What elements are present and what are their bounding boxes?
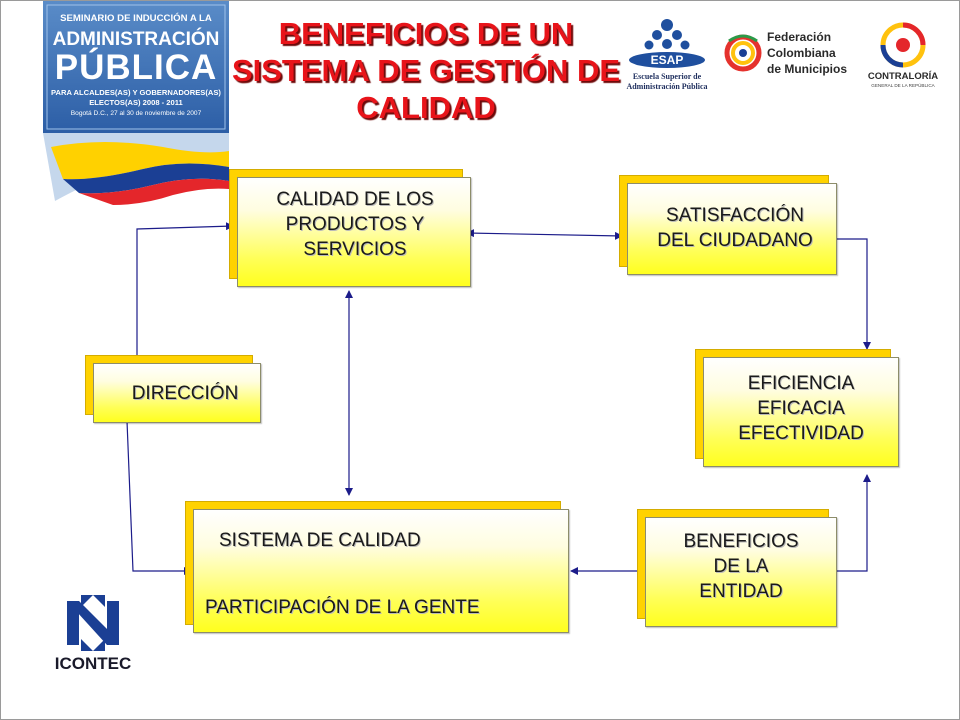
banner-line2: ADMINISTRACIÓN xyxy=(53,28,220,50)
esap-subtitle-1: Escuela Superior de xyxy=(633,72,702,81)
arrow-direccion-to-sistema xyxy=(126,420,192,575)
banner-line5: ELECTOS(AS) 2008 - 2011 xyxy=(89,98,183,107)
fed-line-3: de Municipios xyxy=(767,62,847,76)
banner-line1: SEMINARIO DE INDUCCIÓN A LA xyxy=(60,12,212,24)
esap-logo: ESAP Escuela Superior de Administración … xyxy=(626,19,708,91)
direccion-label: DIRECCIÓN xyxy=(131,383,239,404)
fed-line-2: Colombiana xyxy=(767,46,836,60)
arrow-calidad-satisfaccion xyxy=(466,229,623,240)
arrow-direccion-to-calidad xyxy=(136,222,234,357)
title-line-1: BENEFICIOS DE UN xyxy=(278,16,574,51)
eficiencia-line-1: EFICIENCIA xyxy=(747,373,855,394)
contraloria-subtitle: GENERAL DE LA REPÚBLICA xyxy=(871,82,935,88)
icontec-wordmark: ICONTEC xyxy=(55,654,132,673)
box-direccion: DIRECCIÓN xyxy=(85,355,261,423)
esap-wordmark: ESAP xyxy=(651,53,684,67)
beneficios-line-2: DE LA xyxy=(713,556,769,577)
fed-line-1: Federación xyxy=(767,30,831,44)
esap-subtitle-2: Administración Pública xyxy=(626,82,707,91)
calidad-line-3: SERVICIOS xyxy=(303,239,407,260)
federacion-logo: Federación Colombiana de Municipios xyxy=(724,30,847,76)
eficiencia-line-3: EFECTIVIDAD xyxy=(738,423,864,444)
title-line-3: CALIDAD xyxy=(356,90,496,125)
arrow-beneficios-to-eficiencia xyxy=(837,474,871,572)
contraloria-name: CONTRALORÍA xyxy=(868,71,938,82)
box-eficiencia: EFICIENCIA EFICACIA EFECTIVIDAD xyxy=(695,349,899,467)
banner-line4: PARA ALCALDES(AS) Y GOBERNADORES(AS) xyxy=(51,88,221,97)
banner-line6: Bogotá D.C., 27 al 30 de noviembre de 20… xyxy=(71,110,202,117)
calidad-line-1: CALIDAD DE LOS xyxy=(276,189,434,210)
beneficios-line-3: ENTIDAD xyxy=(699,581,783,602)
arrow-satisfaccion-to-eficiencia xyxy=(837,238,871,350)
box-beneficios-entidad: BENEFICIOS DE LA ENTIDAD xyxy=(637,509,837,627)
box-calidad-productos: CALIDAD DE LOS PRODUCTOS Y SERVICIOS xyxy=(229,169,471,287)
satisfaccion-line-1: SATISFACCIÓN xyxy=(666,205,804,226)
sistema-bottom-label: PARTICIPACIÓN DE LA GENTE xyxy=(205,597,480,618)
contraloria-logo: CONTRALORÍA GENERAL DE LA REPÚBLICA xyxy=(868,22,938,88)
box-satisfaccion: SATISFACCIÓN DEL CIUDADANO xyxy=(619,175,837,275)
beneficios-line-1: BENEFICIOS xyxy=(683,531,799,552)
slide-title: BENEFICIOS DE UN SISTEMA DE GESTIÓN DE C… xyxy=(201,15,651,126)
sistema-top-label: SISTEMA DE CALIDAD xyxy=(219,530,421,551)
icontec-logo: ICONTEC xyxy=(55,595,132,673)
seminar-banner: SEMINARIO DE INDUCCIÓN A LA ADMINISTRACI… xyxy=(43,1,229,205)
banner-line3: PÚBLICA xyxy=(55,47,218,87)
calidad-line-2: PRODUCTOS Y xyxy=(285,214,425,235)
eficiencia-line-2: EFICACIA xyxy=(757,398,845,419)
title-line-2: SISTEMA DE GESTIÓN DE xyxy=(231,53,621,88)
box-sistema-calidad: SISTEMA DE CALIDAD PARTICIPACIÓN DE LA G… xyxy=(185,501,569,633)
satisfaccion-line-2: DEL CIUDADANO xyxy=(657,230,813,251)
